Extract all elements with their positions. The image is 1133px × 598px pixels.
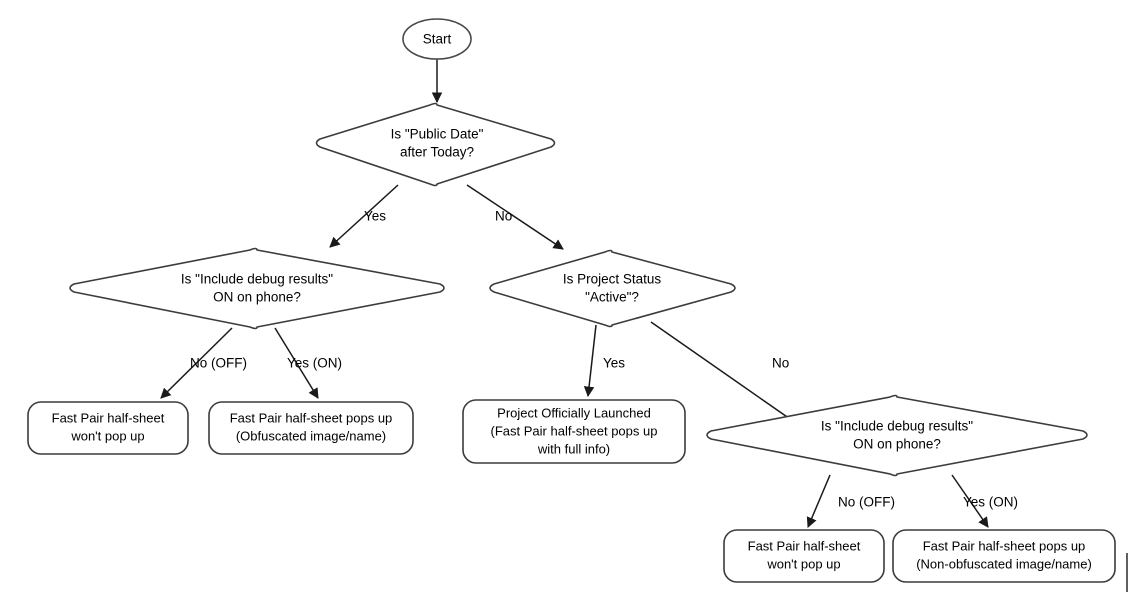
public-date-diamond[interactable] [315, 102, 556, 187]
edge-label-debug-right-no: No (OFF) [838, 495, 895, 510]
node-start[interactable]: Start [402, 18, 472, 60]
node-terminal-left-off[interactable]: Fast Pair half-sheet won't pop up [27, 401, 189, 455]
project-status-line2: "Active"? [585, 290, 639, 305]
edge-public-date-no [466, 184, 564, 250]
project-status-diamond[interactable] [489, 249, 736, 328]
public-date-line2: after Today? [400, 145, 474, 160]
node-decision-debug-left[interactable]: Is "Include debug results" ON on phone? [69, 247, 445, 330]
node-terminal-left-on[interactable]: Fast Pair half-sheet pops up (Obfuscated… [208, 401, 414, 455]
debug-right-line1: Is "Include debug results" [821, 419, 973, 434]
edge-group [160, 59, 1128, 592]
terminal-left-on-line1: Fast Pair half-sheet pops up [230, 410, 393, 425]
project-status-line1: Is Project Status [563, 272, 662, 287]
node-terminal-right-on[interactable]: Fast Pair half-sheet pops up (Non-obfusc… [892, 529, 1116, 583]
terminal-left-off-line2: won't pop up [70, 428, 144, 443]
terminal-left-off-line1: Fast Pair half-sheet [52, 410, 165, 425]
terminal-right-on-line2: (Non-obfuscated image/name) [916, 556, 1092, 571]
node-terminal-launched[interactable]: Project Officially Launched (Fast Pair h… [462, 399, 686, 464]
debug-left-diamond[interactable] [69, 247, 445, 330]
edge-label-debug-left-no: No (OFF) [190, 356, 247, 371]
edge-label-project-status-yes: Yes [603, 356, 625, 371]
terminal-launched-line2: (Fast Pair half-sheet pops up [491, 423, 658, 438]
node-decision-debug-right[interactable]: Is "Include debug results" ON on phone? [706, 394, 1088, 477]
edge-debug-right-no [806, 474, 831, 528]
start-ellipse[interactable] [402, 18, 472, 60]
debug-left-line1: Is "Include debug results" [181, 272, 333, 287]
edge-project-status-no [650, 321, 804, 429]
terminal-right-on-line1: Fast Pair half-sheet pops up [923, 538, 1086, 553]
edge-project-status-yes [583, 324, 597, 398]
edge-label-project-status-no: No [772, 356, 789, 371]
terminal-right-off-box[interactable] [723, 529, 885, 583]
terminal-left-on-line2: (Obfuscated image/name) [236, 428, 386, 443]
edge-label-group: Yes No No (OFF) Yes (ON) Yes No No (OFF)… [190, 209, 1018, 510]
terminal-right-off-line2: won't pop up [766, 556, 840, 571]
edge-label-public-date-yes: Yes [364, 209, 386, 224]
edge-debug-right-yes [951, 474, 989, 528]
terminal-left-off-box[interactable] [27, 401, 189, 455]
edge-label-public-date-no: No [495, 209, 512, 224]
edge-debug-left-no [160, 327, 233, 399]
terminal-launched-line1: Project Officially Launched [497, 405, 651, 420]
node-terminal-right-off[interactable]: Fast Pair half-sheet won't pop up [723, 529, 885, 583]
debug-left-line2: ON on phone? [213, 290, 301, 305]
terminal-left-on-box[interactable] [208, 401, 414, 455]
terminal-right-on-box[interactable] [892, 529, 1116, 583]
terminal-launched-box[interactable] [462, 399, 686, 464]
node-decision-project-status[interactable]: Is Project Status "Active"? [489, 249, 736, 328]
edge-label-debug-left-yes: Yes (ON) [287, 356, 342, 371]
debug-right-line2: ON on phone? [853, 437, 941, 452]
terminal-launched-line3: with full info) [537, 441, 610, 456]
public-date-line1: Is "Public Date" [391, 127, 484, 142]
edge-label-debug-right-yes: Yes (ON) [963, 495, 1018, 510]
terminal-right-off-line1: Fast Pair half-sheet [748, 538, 861, 553]
node-decision-public-date[interactable]: Is "Public Date" after Today? [315, 102, 556, 187]
start-label: Start [423, 32, 452, 47]
debug-right-diamond[interactable] [706, 394, 1088, 477]
edge-debug-left-yes [274, 327, 319, 399]
edge-public-date-yes [329, 184, 399, 248]
